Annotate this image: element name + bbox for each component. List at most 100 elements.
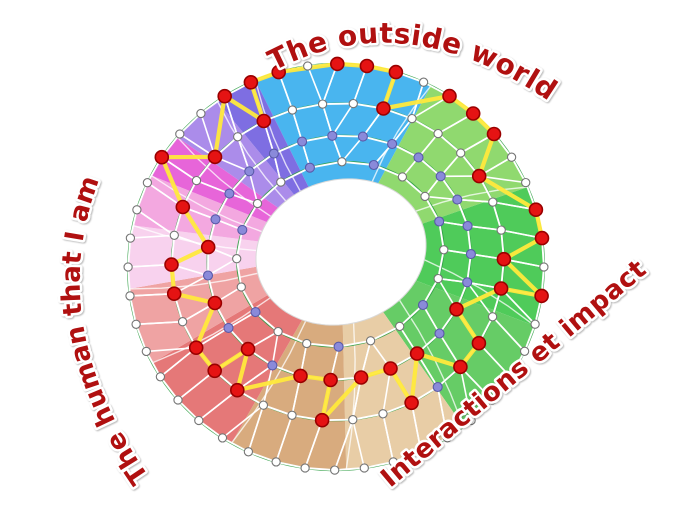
- node-purple[interactable]: [202, 270, 214, 281]
- node-white[interactable]: [521, 177, 531, 188]
- node-red[interactable]: [323, 372, 338, 388]
- node-red[interactable]: [293, 368, 308, 384]
- node-purple[interactable]: [267, 360, 278, 371]
- node-white[interactable]: [232, 254, 242, 264]
- node-white[interactable]: [466, 415, 476, 426]
- node-white[interactable]: [303, 61, 313, 71]
- node-red[interactable]: [329, 56, 345, 72]
- node-white[interactable]: [233, 132, 243, 142]
- node-white[interactable]: [287, 105, 298, 115]
- node-white[interactable]: [276, 177, 286, 187]
- node-white[interactable]: [395, 321, 405, 332]
- node-red[interactable]: [383, 361, 398, 376]
- node-white[interactable]: [271, 457, 281, 467]
- node-white[interactable]: [420, 191, 430, 202]
- node-white[interactable]: [496, 225, 506, 235]
- node-white[interactable]: [487, 312, 498, 322]
- node-purple[interactable]: [434, 216, 445, 227]
- node-red[interactable]: [207, 149, 223, 165]
- node-red[interactable]: [409, 346, 425, 361]
- node-white[interactable]: [196, 108, 206, 119]
- node-white[interactable]: [418, 77, 429, 87]
- node-red[interactable]: [353, 370, 369, 385]
- node-red[interactable]: [465, 106, 481, 121]
- node-purple[interactable]: [462, 220, 473, 231]
- node-white[interactable]: [348, 98, 358, 109]
- node-white[interactable]: [177, 317, 188, 327]
- node-purple[interactable]: [413, 152, 424, 163]
- node-red[interactable]: [471, 335, 487, 351]
- node-white[interactable]: [125, 233, 136, 243]
- node-white[interactable]: [273, 326, 283, 337]
- node-purple[interactable]: [304, 162, 315, 173]
- node-purple[interactable]: [223, 322, 234, 333]
- node-white[interactable]: [131, 319, 141, 329]
- node-purple[interactable]: [417, 299, 429, 311]
- node-red[interactable]: [200, 239, 216, 255]
- node-purple[interactable]: [368, 159, 379, 171]
- node-white[interactable]: [505, 372, 515, 382]
- node-white[interactable]: [132, 205, 142, 215]
- node-white[interactable]: [155, 372, 166, 382]
- node-purple[interactable]: [452, 194, 463, 205]
- node-white[interactable]: [348, 415, 358, 425]
- node-red[interactable]: [388, 64, 404, 80]
- node-red[interactable]: [164, 257, 179, 272]
- node-red[interactable]: [376, 101, 391, 116]
- node-purple[interactable]: [333, 341, 344, 352]
- node-purple[interactable]: [387, 138, 398, 150]
- node-red[interactable]: [188, 340, 204, 356]
- node-white[interactable]: [194, 415, 204, 426]
- node-white[interactable]: [439, 245, 449, 255]
- node-white[interactable]: [488, 197, 498, 207]
- node-red[interactable]: [154, 149, 170, 165]
- node-red[interactable]: [166, 286, 182, 302]
- node-white[interactable]: [173, 395, 183, 405]
- node-white[interactable]: [506, 152, 517, 162]
- node-purple[interactable]: [435, 171, 446, 182]
- node-red[interactable]: [442, 88, 457, 104]
- node-white[interactable]: [300, 463, 310, 473]
- node-purple[interactable]: [237, 224, 248, 235]
- node-white[interactable]: [243, 447, 254, 457]
- node-red[interactable]: [534, 288, 549, 304]
- node-white[interactable]: [337, 157, 347, 167]
- node-white[interactable]: [365, 336, 376, 346]
- node-white[interactable]: [359, 463, 369, 473]
- node-red[interactable]: [243, 75, 259, 90]
- node-purple[interactable]: [244, 166, 255, 177]
- node-white[interactable]: [302, 338, 312, 349]
- node-red[interactable]: [359, 58, 375, 74]
- node-white[interactable]: [142, 178, 153, 188]
- node-red[interactable]: [534, 230, 550, 246]
- node-red[interactable]: [175, 199, 191, 215]
- node-purple[interactable]: [210, 214, 221, 225]
- node-red[interactable]: [230, 382, 245, 398]
- node-purple[interactable]: [224, 188, 235, 199]
- node-white[interactable]: [258, 400, 269, 410]
- node-purple[interactable]: [268, 148, 279, 159]
- node-white[interactable]: [407, 113, 417, 124]
- node-purple[interactable]: [357, 131, 368, 142]
- node-white[interactable]: [217, 433, 228, 443]
- node-red[interactable]: [217, 88, 232, 104]
- node-white[interactable]: [169, 230, 179, 240]
- node-white[interactable]: [433, 273, 443, 284]
- node-red[interactable]: [256, 113, 272, 129]
- node-white[interactable]: [487, 395, 497, 405]
- node-red[interactable]: [207, 363, 222, 379]
- node-red[interactable]: [404, 395, 419, 411]
- node-white[interactable]: [530, 319, 540, 329]
- node-purple[interactable]: [250, 307, 261, 318]
- node-red[interactable]: [486, 126, 502, 142]
- node-white[interactable]: [456, 148, 466, 158]
- node-white[interactable]: [317, 99, 328, 109]
- node-white[interactable]: [191, 175, 202, 186]
- node-red[interactable]: [314, 412, 330, 428]
- node-red[interactable]: [240, 341, 256, 357]
- node-white[interactable]: [252, 198, 263, 209]
- node-purple[interactable]: [432, 381, 443, 393]
- node-purple[interactable]: [462, 277, 473, 288]
- node-purple[interactable]: [327, 130, 338, 141]
- node-white[interactable]: [433, 128, 443, 139]
